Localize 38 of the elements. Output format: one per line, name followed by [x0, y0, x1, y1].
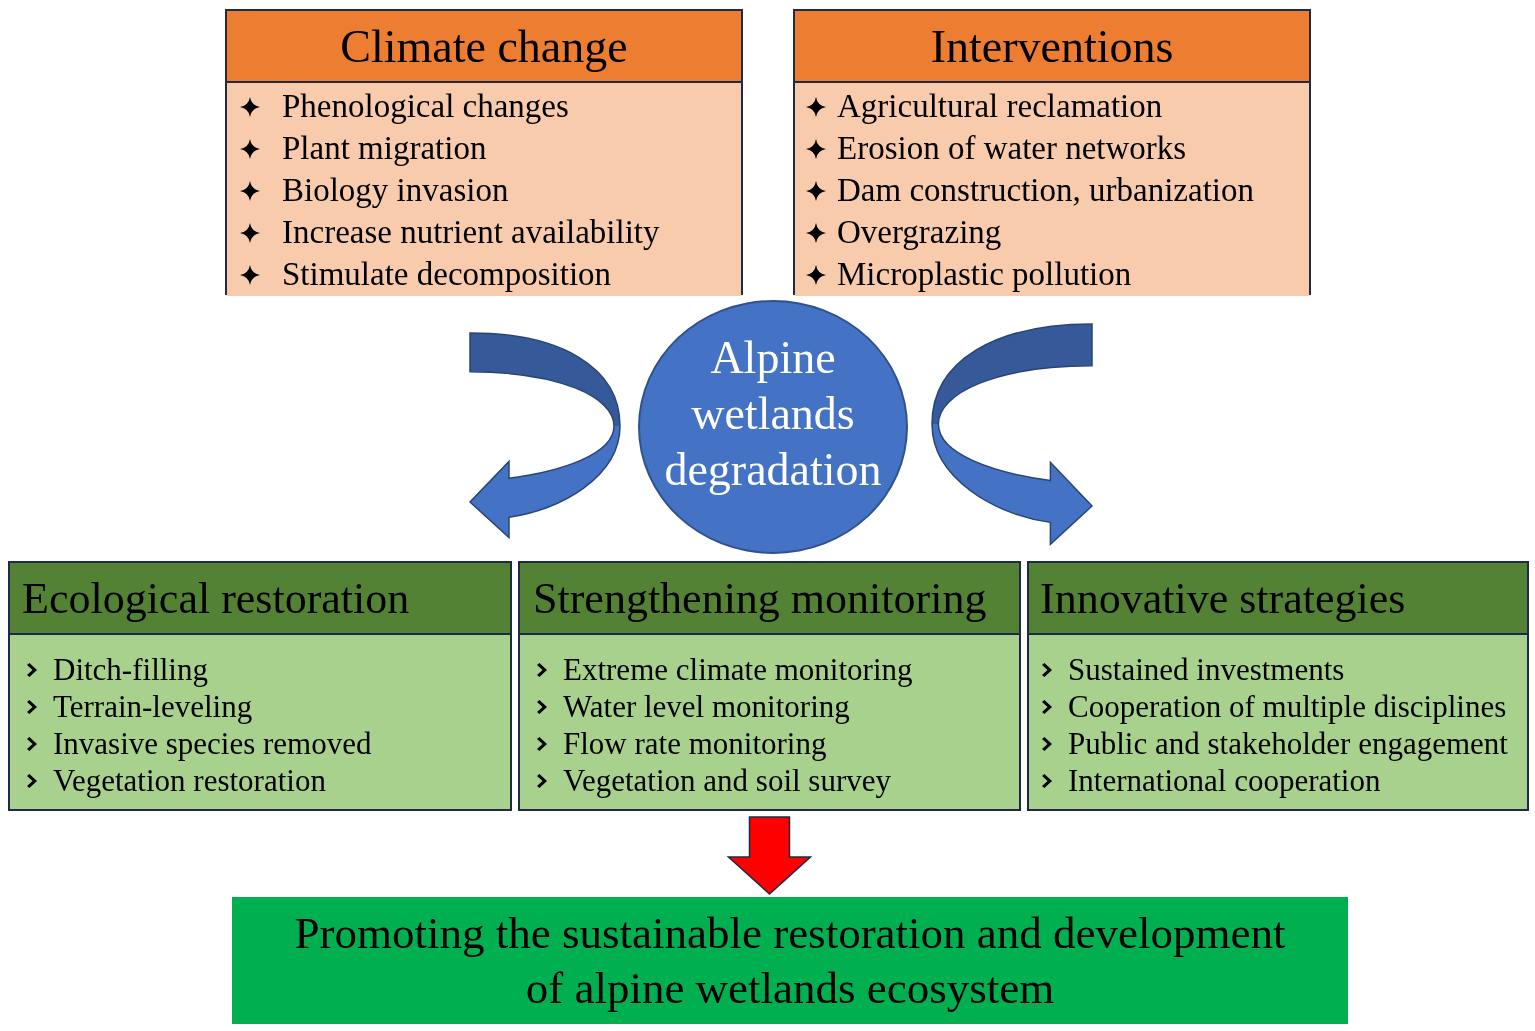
list-item: Plant migration [282, 130, 487, 168]
card-heading: Interventions [795, 11, 1309, 83]
list-item: Flow rate monitoring [563, 725, 827, 762]
list-item: Dam construction, urbanization [837, 172, 1254, 210]
circle-label: Alpine wetlands degradation [663, 331, 883, 497]
list-item: Erosion of water networks [837, 130, 1187, 168]
list-item: Cooperation of multiple disciplines [1068, 688, 1507, 725]
list-item: Agricultural reclamation [837, 88, 1163, 126]
card-heading: Ecological restoration [10, 563, 510, 635]
list-item: Sustained investments [1068, 651, 1345, 688]
list-item: Vegetation restoration [53, 762, 326, 799]
list-item: Stimulate decomposition [282, 256, 612, 294]
list-item: Invasive species removed [53, 725, 372, 762]
list-item: International cooperation [1068, 762, 1381, 799]
card-heading: Strengthening monitoring [520, 563, 1019, 635]
category-card [793, 9, 1311, 295]
list-item: Public and stakeholder engagement [1068, 725, 1508, 762]
category-card [8, 561, 512, 811]
list-item: Ditch-filling [53, 651, 208, 688]
category-card [225, 9, 743, 295]
card-heading: Innovative strategies [1029, 563, 1527, 635]
list-item: Biology invasion [282, 172, 509, 210]
curved-arrow [931, 323, 1093, 545]
list-item: Microplastic pollution [837, 256, 1132, 294]
list-item: Vegetation and soil survey [563, 762, 891, 799]
list-item: Phenological changes [282, 88, 569, 126]
card-heading: Climate change [227, 11, 741, 83]
list-item: Extreme climate monitoring [563, 651, 913, 688]
category-card [518, 561, 1021, 811]
outcome-box [232, 897, 1348, 1024]
curved-arrow [469, 332, 621, 539]
list-item: Increase nutrient availability [282, 214, 660, 252]
list-item: Terrain-leveling [53, 688, 253, 725]
category-card [1027, 561, 1529, 811]
list-item: Water level monitoring [563, 688, 850, 725]
block-arrow [726, 816, 813, 895]
outcome-text: Promoting the sustainable restoration and development of alpine wetlands ecosystem [293, 906, 1287, 1015]
list-item: Overgrazing [837, 214, 1002, 252]
